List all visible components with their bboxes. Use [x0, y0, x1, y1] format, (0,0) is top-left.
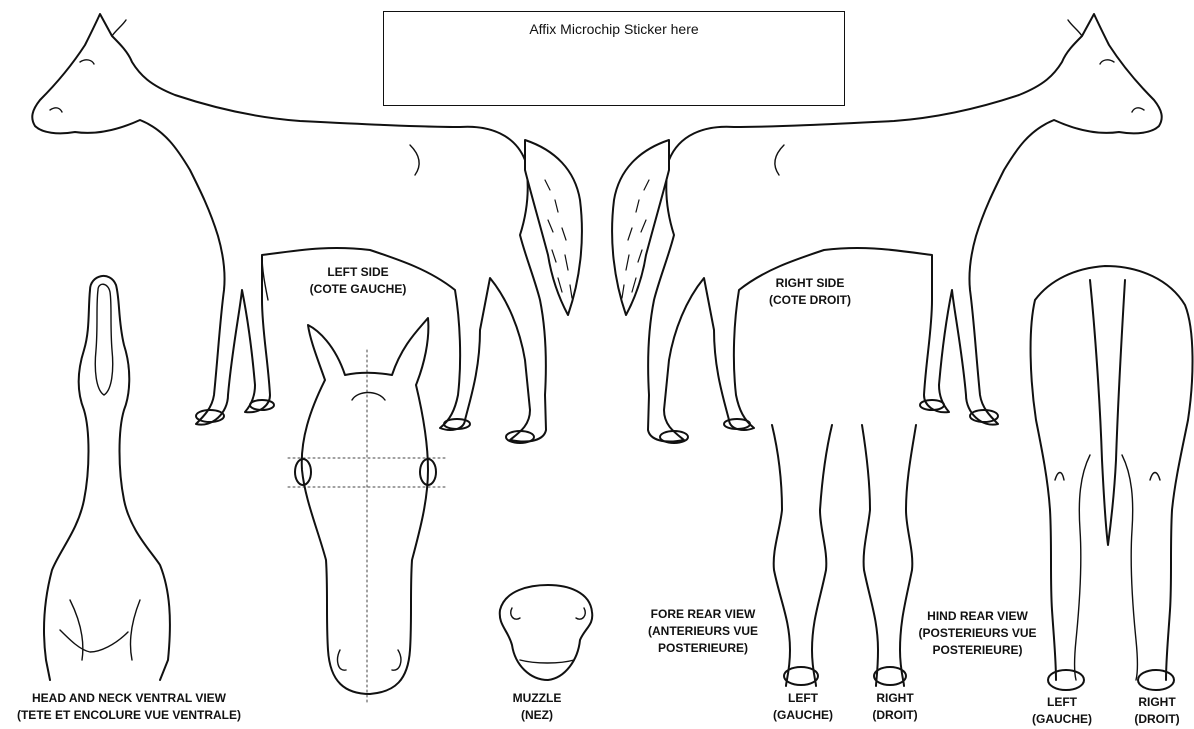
muzzle-outline	[500, 585, 593, 680]
label-left-side: LEFT SIDE (COTE GAUCHE)	[298, 264, 418, 298]
label-hind-left: LEFT (GAUCHE)	[1027, 694, 1097, 728]
head-neck-ventral-outline	[44, 276, 170, 680]
microchip-sticker-box[interactable]: Affix Microchip Sticker here	[383, 11, 845, 106]
label-right-side: RIGHT SIDE (COTE DROIT)	[750, 275, 870, 309]
label-head-neck-ventral: HEAD AND NECK VENTRAL VIEW (TETE ET ENCO…	[4, 690, 254, 724]
label-fore-left: LEFT (GAUCHE)	[768, 690, 838, 724]
label-fore-right: RIGHT (DROIT)	[860, 690, 930, 724]
label-hind-right: RIGHT (DROIT)	[1124, 694, 1190, 728]
label-hind-rear-view: HIND REAR VIEW (POSTERIEURS VUE POSTERIE…	[910, 608, 1045, 659]
hind-rear-view-outline	[1031, 266, 1193, 690]
microchip-sticker-text: Affix Microchip Sticker here	[384, 21, 844, 37]
label-fore-rear-view: FORE REAR VIEW (ANTERIEURS VUE POSTERIEU…	[638, 606, 768, 657]
head-front-outline	[288, 318, 448, 705]
fore-rear-legs-outline	[772, 425, 916, 686]
label-muzzle: MUZZLE (NEZ)	[497, 690, 577, 724]
